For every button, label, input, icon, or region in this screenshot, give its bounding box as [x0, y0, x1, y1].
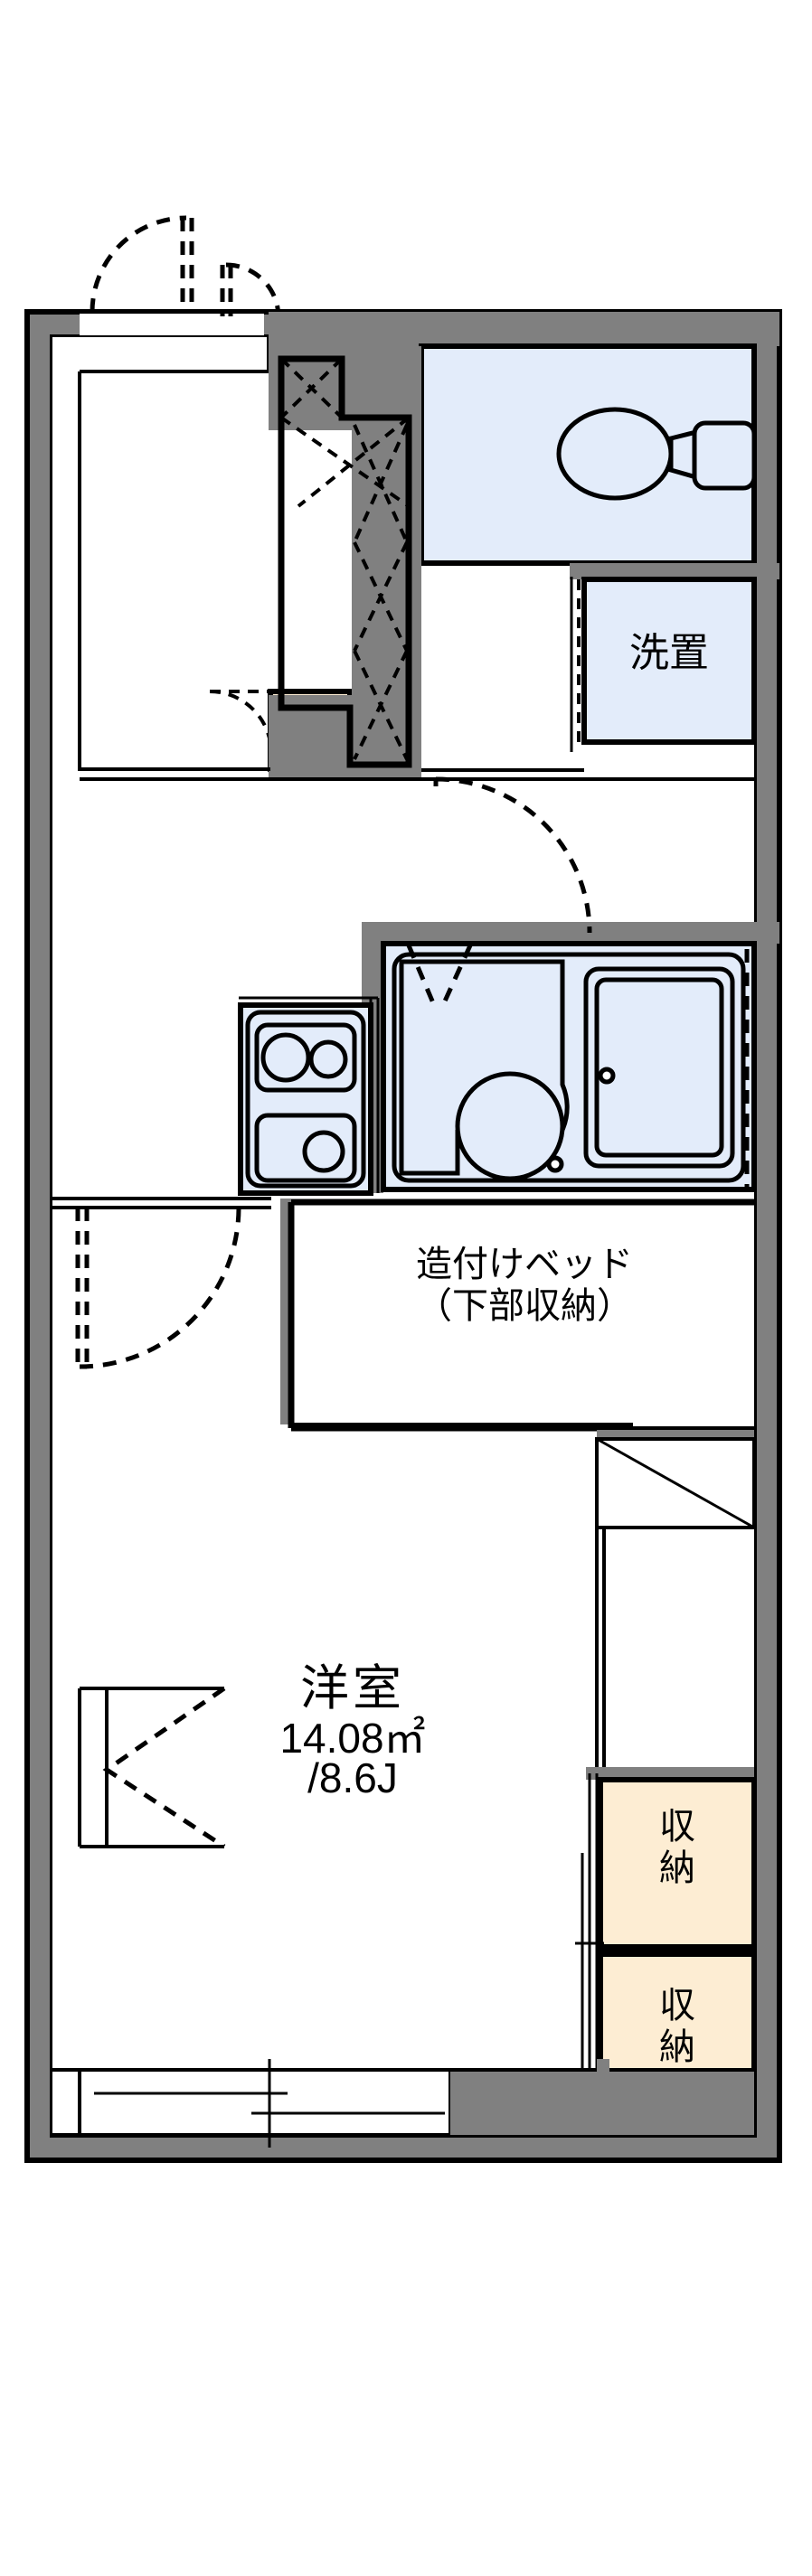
entrance-door-swing — [90, 215, 194, 313]
washer-label-text: 洗置 — [629, 631, 709, 675]
room-boundaries — [421, 768, 754, 781]
left-door-frame — [52, 1197, 271, 1209]
bottom-right-wall — [450, 2059, 754, 2135]
main-room-label: 洋室 14.08㎡ /8.6J — [181, 1663, 524, 1800]
built-in-bed — [280, 1199, 754, 1432]
closet-lower-line1: 収 — [659, 1986, 695, 2026]
washer-space — [570, 563, 779, 752]
closet-lower-label: 収 納 — [600, 1987, 754, 2066]
entrance-door-frame — [80, 310, 264, 339]
main-room-area-jo: /8.6J — [307, 1753, 398, 1801]
closet-lower-line2: 納 — [659, 2027, 695, 2067]
built-in-bed-line2: （下部収納） — [416, 1286, 633, 1326]
toilet-door-swing — [220, 262, 281, 318]
main-room-area: 14.08㎡ — [279, 1714, 426, 1762]
left-room-door-swing — [75, 1207, 241, 1369]
main-room-name: 洋室 — [300, 1661, 405, 1716]
built-in-bed-line1: 造付けベッド — [416, 1245, 633, 1284]
built-in-bed-label: 造付けベッド （下部収納） — [298, 1246, 751, 1325]
closet-upper-label: 収 納 — [600, 1808, 754, 1887]
hallway — [78, 371, 421, 781]
upper-storage-diagonal — [595, 1426, 756, 1529]
unit-bath — [362, 922, 779, 1193]
washer-label: 洗置 — [584, 631, 754, 675]
kitchen — [238, 996, 380, 1196]
toilet-room — [269, 312, 779, 566]
balcony-sliding-window — [52, 2059, 459, 2148]
closet-upper-line1: 収 — [659, 1807, 695, 1847]
entrance-hall — [80, 337, 270, 373]
entrance-vestibule — [269, 346, 421, 777]
closet-upper-line2: 納 — [659, 1848, 695, 1888]
left-window — [52, 1686, 226, 1849]
